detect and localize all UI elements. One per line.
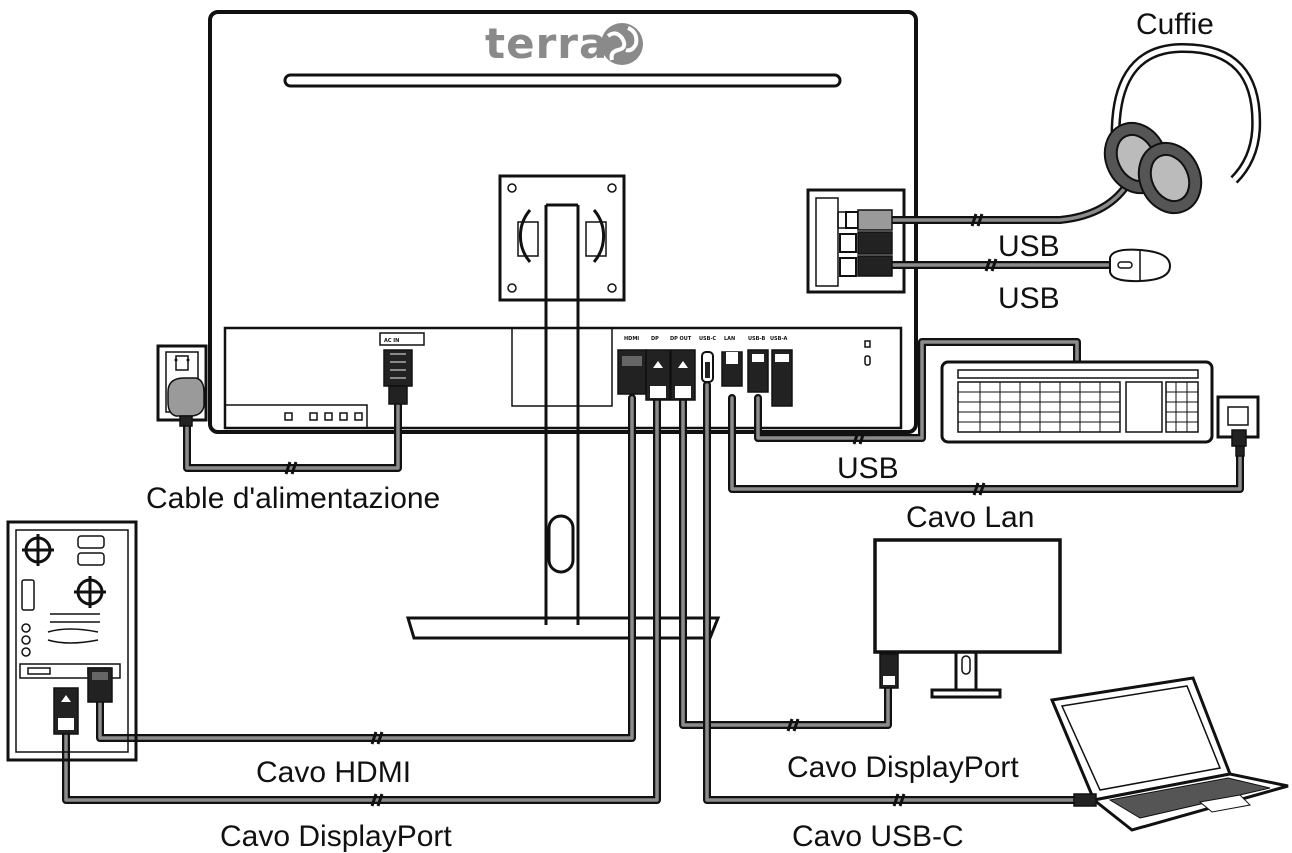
usb-c-port-label: USB-C — [699, 336, 717, 342]
laptop-usb-c-plug-icon — [1073, 793, 1097, 807]
label-usb-2: USB — [998, 282, 1060, 315]
globe-logo-icon — [601, 23, 643, 65]
label-usb-3: USB — [837, 452, 899, 485]
pc-tower — [6, 520, 138, 762]
label-usb-1: USB — [998, 230, 1060, 263]
label-headphones: Cuffie — [1136, 8, 1214, 41]
headphones-icon — [1103, 42, 1262, 215]
label-displayport-cable-monitor: Cavo DisplayPort — [787, 751, 1019, 784]
monitor-dp-plug-icon — [879, 653, 899, 689]
stand-neck — [544, 203, 580, 625]
keyboard-icon — [940, 360, 1214, 444]
dp-in-port-label: DP — [651, 336, 659, 342]
dp-out-plug-icon — [670, 349, 696, 401]
label-hdmi-cable: Cavo HDMI — [256, 756, 411, 789]
hdmi-port-label: HDMI — [624, 336, 639, 342]
second-monitor — [873, 538, 1062, 699]
usb-c-plug-icon — [701, 351, 714, 383]
usb-b-plug-icon — [747, 349, 769, 393]
power-port-label: AC IN — [384, 338, 399, 344]
power-plug-icon — [383, 349, 413, 405]
pc-dp-plug-icon — [53, 687, 79, 735]
lan-wall-jack-icon — [1216, 395, 1260, 457]
usb-mouse-plug-icon — [857, 255, 893, 277]
power-adapter-plug-icon — [167, 377, 205, 427]
laptop — [1049, 676, 1289, 832]
terra-logo-text: terra — [485, 19, 608, 68]
label-power-cable: Cable d'alimentazione — [146, 482, 440, 515]
monitor-connectors — [383, 209, 893, 407]
label-lan-cable: Cavo Lan — [906, 501, 1034, 534]
kensington-lock-icon — [864, 340, 871, 366]
pc-hdmi-plug-icon — [87, 667, 113, 703]
stand-base — [405, 616, 721, 640]
dp-out-port-label: DP OUT — [670, 336, 692, 342]
usb-a-plug-icon — [771, 349, 793, 407]
labels: Cuffie USB USB USB Cable d'alimentazione… — [146, 8, 1214, 853]
bottom-port-bar: AC IN HDMI DP DP OUT USB-C LAN USB-B USB… — [223, 326, 903, 430]
dp-in-plug-icon — [645, 349, 671, 401]
usb-a-port-label: USB-A — [770, 336, 788, 342]
label-displayport-cable-pc: Cavo DisplayPort — [220, 820, 452, 853]
vesa-mount — [498, 174, 626, 302]
headphone-jack-icon — [845, 209, 893, 231]
label-usbc-cable: Cavo USB-C — [792, 820, 964, 853]
cables — [62, 176, 1244, 807]
monitor-back: terra — [208, 10, 918, 640]
usb-b-port-label: USB-B — [748, 336, 766, 342]
mouse-icon — [1109, 248, 1172, 283]
hdmi-plug-icon — [617, 349, 647, 395]
cable-break-marks — [284, 213, 998, 807]
lan-plug-icon — [721, 351, 743, 387]
fan-icon — [22, 534, 106, 608]
lan-port-label: LAN — [724, 336, 735, 342]
